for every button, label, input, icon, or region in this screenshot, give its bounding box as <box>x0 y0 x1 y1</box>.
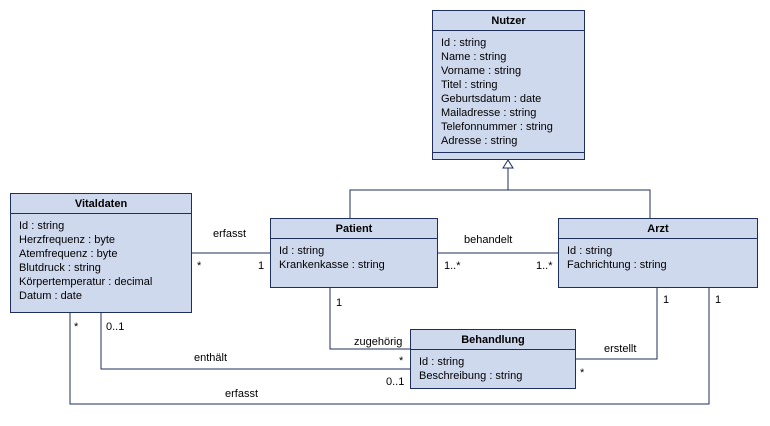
multiplicity-vital-behandlung-behandlung: 0..1 <box>386 376 405 388</box>
generalization-arrow-head <box>502 159 514 169</box>
attribute: Krankenkasse : string <box>279 259 385 271</box>
class-behandlung-attributes: Id : string Beschreibung : string <box>411 350 575 387</box>
assoc-name-patient-behandlung: zugehörig <box>354 336 403 348</box>
class-arzt-attributes: Id : string Fachrichtung : string <box>559 239 757 276</box>
assoc-name-vital-patient: erfasst <box>213 228 247 240</box>
class-patient-name: Patient <box>271 219 437 239</box>
multiplicity-vital-behandlung-vital: 0..1 <box>106 321 125 333</box>
attribute: Id : string <box>441 37 487 49</box>
attribute: Name : string <box>441 51 507 63</box>
class-vitaldaten-name: Vitaldaten <box>11 194 191 214</box>
assoc-line-patient-behandlung <box>329 288 410 350</box>
class-behandlung-name: Behandlung <box>411 330 575 350</box>
attribute: Datum : date <box>19 290 82 302</box>
multiplicity-vital-patient-vital: * <box>197 260 202 272</box>
attribute: Mailadresse : string <box>441 107 537 119</box>
class-nutzer-name: Nutzer <box>433 11 584 31</box>
attribute: Id : string <box>279 245 325 257</box>
assoc-line-arzt-behandlung <box>576 288 658 360</box>
multiplicity-arzt-behandlung-arzt: 1 <box>663 294 670 306</box>
class-patient[interactable]: Patient Id : string Krankenkasse : strin… <box>270 218 438 288</box>
attribute: Adresse : string <box>441 135 518 147</box>
class-patient-attributes: Id : string Krankenkasse : string <box>271 239 437 276</box>
generalization-line-arzt <box>508 189 651 218</box>
multiplicity-vital-arzt-arzt: 1 <box>715 294 722 306</box>
attribute: Fachrichtung : string <box>567 259 667 271</box>
multiplicity-patient-arzt-arzt: 1..* <box>536 260 553 272</box>
attribute: Beschreibung : string <box>419 370 523 382</box>
class-arzt[interactable]: Arzt Id : string Fachrichtung : string <box>558 218 758 288</box>
class-nutzer[interactable]: Nutzer Id : string Name : string Vorname… <box>432 10 585 160</box>
multiplicity-vital-patient-patient: 1 <box>258 260 265 272</box>
multiplicity-patient-behandlung-behandlung: * <box>399 355 404 367</box>
attribute: Körpertemperatur : decimal <box>19 276 153 288</box>
attribute: Id : string <box>567 245 613 257</box>
attribute: Vorname : string <box>441 65 522 77</box>
assoc-line-vital-behandlung <box>100 313 410 370</box>
class-vitaldaten-attributes: Id : string Herzfrequenz : byte Atemfreq… <box>11 214 191 307</box>
attribute: Geburtsdatum : date <box>441 93 542 105</box>
attribute: Blutdruck : string <box>19 262 101 274</box>
assoc-line-vital-arzt <box>69 288 710 405</box>
generalization-line-patient <box>349 168 509 218</box>
attribute: Titel : string <box>441 79 498 91</box>
class-nutzer-attributes: Id : string Name : string Vorname : stri… <box>433 31 584 153</box>
assoc-name-vital-arzt: erfasst <box>225 388 259 400</box>
assoc-name-patient-arzt: behandelt <box>464 234 513 246</box>
attribute: Telefonnummer : string <box>441 121 553 133</box>
assoc-name-arzt-behandlung: erstellt <box>604 343 637 355</box>
multiplicity-vital-arzt-vital: * <box>74 321 79 333</box>
attribute: Atemfrequenz : byte <box>19 248 118 260</box>
attribute: Herzfrequenz : byte <box>19 234 115 246</box>
assoc-name-vital-behandlung: enthält <box>194 352 228 364</box>
class-behandlung[interactable]: Behandlung Id : string Beschreibung : st… <box>410 329 576 389</box>
class-vitaldaten[interactable]: Vitaldaten Id : string Herzfrequenz : by… <box>10 193 192 313</box>
multiplicity-arzt-behandlung-behandlung: * <box>580 367 585 379</box>
attribute: Id : string <box>19 220 65 232</box>
attribute: Id : string <box>419 356 465 368</box>
class-arzt-name: Arzt <box>559 219 757 239</box>
multiplicity-patient-behandlung-patient: 1 <box>336 297 343 309</box>
multiplicity-patient-arzt-patient: 1..* <box>444 260 461 272</box>
